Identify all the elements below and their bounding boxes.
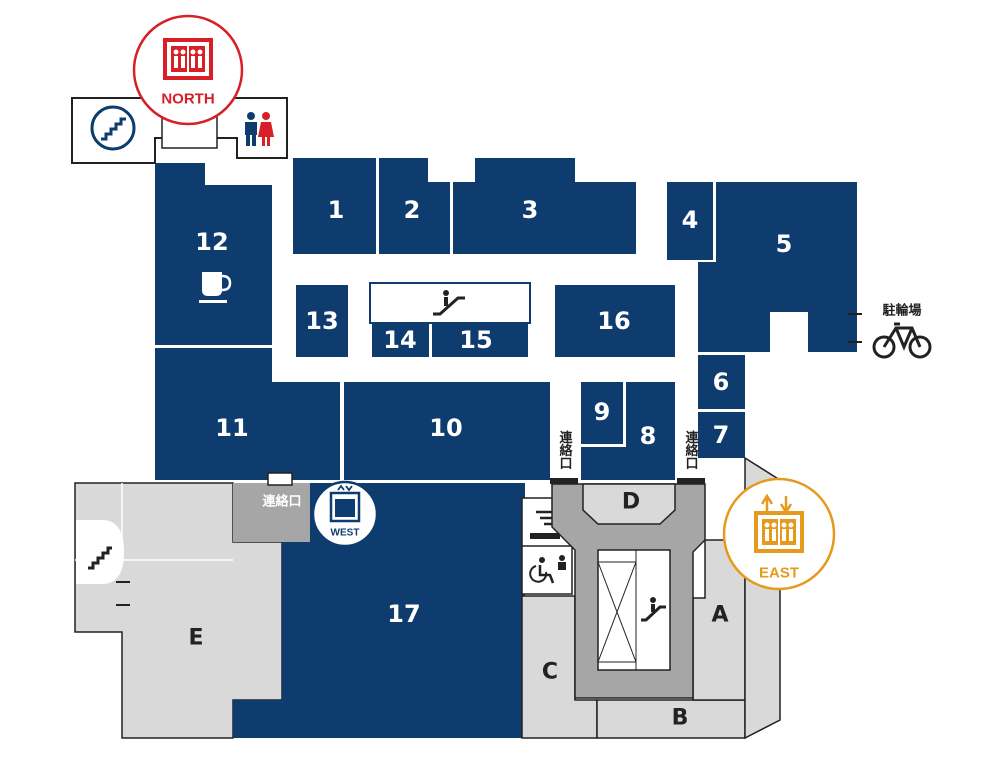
store-5-label: 5 xyxy=(776,230,793,258)
escalator-icon xyxy=(433,290,465,316)
store-12-label: 12 xyxy=(195,228,228,256)
store-1[interactable]: 1 xyxy=(293,158,376,254)
escalator-block xyxy=(369,282,531,324)
store-11[interactable]: 11 xyxy=(155,348,340,480)
area-c-label: C xyxy=(542,660,558,685)
elevator-icon-east xyxy=(754,493,804,553)
bicycle-parking-label: 駐輪場 xyxy=(882,303,921,319)
escalator-icon-core xyxy=(641,597,666,622)
connecting-passage-left-label: 連絡口 xyxy=(557,430,573,470)
connecting-passage-left[interactable]: 連絡口 xyxy=(550,430,578,484)
north-elevator[interactable]: NORTH xyxy=(132,14,244,126)
restroom-icon xyxy=(245,112,274,146)
store-14[interactable]: 14 xyxy=(372,323,429,357)
store-16[interactable]: 16 xyxy=(555,285,675,357)
east-elevator[interactable]: EAST xyxy=(722,477,836,591)
store-10[interactable]: 10 xyxy=(344,382,550,480)
bicycle-parking: 駐輪場 xyxy=(848,303,932,359)
store-16-label: 16 xyxy=(597,307,630,335)
store-13-label: 13 xyxy=(305,307,338,335)
store-10-label: 10 xyxy=(429,414,462,442)
store-11-label: 11 xyxy=(215,414,248,442)
store-8-label: 8 xyxy=(640,422,657,450)
store-2[interactable]: 2 xyxy=(379,158,450,254)
store-3-label: 3 xyxy=(522,196,539,224)
area-b[interactable]: B xyxy=(596,699,746,739)
store-4-label: 4 xyxy=(682,206,699,234)
connecting-passage-right-label: 連絡口 xyxy=(683,430,699,470)
store-6-label: 6 xyxy=(713,368,730,396)
east-elevator-label: EAST xyxy=(759,565,799,582)
connecting-passage-west[interactable]: 連絡口 xyxy=(233,472,310,542)
store-3[interactable]: 3 xyxy=(453,158,636,254)
area-d-label: D xyxy=(622,490,640,515)
store-17[interactable]: 17 xyxy=(233,483,525,738)
area-e-label: E xyxy=(188,626,203,651)
stairs-icon xyxy=(90,105,136,151)
store-9[interactable]: 9 xyxy=(581,382,623,444)
accessible-restroom-icon xyxy=(529,555,566,584)
store-14-label: 14 xyxy=(383,326,416,354)
area-d[interactable]: D xyxy=(622,490,640,515)
store-7-label: 7 xyxy=(713,421,730,449)
cafe-icon xyxy=(199,272,232,303)
store-15-label: 15 xyxy=(459,326,492,354)
store-6[interactable]: 6 xyxy=(698,355,745,409)
west-elevator[interactable]: WEST xyxy=(311,480,379,548)
store-13[interactable]: 13 xyxy=(296,285,348,357)
store-8[interactable]: 8 xyxy=(581,382,675,480)
elevator-icon xyxy=(163,38,213,80)
store-4[interactable]: 4 xyxy=(667,182,713,260)
connecting-passage-right[interactable]: 連絡口 xyxy=(677,430,705,484)
central-core xyxy=(551,483,706,699)
store-15[interactable]: 15 xyxy=(432,323,528,357)
store-17-label: 17 xyxy=(387,600,420,628)
store-5[interactable]: 5 xyxy=(698,182,857,352)
store-1-label: 1 xyxy=(328,196,345,224)
store-12[interactable]: 12 xyxy=(155,163,272,345)
area-a-label: A xyxy=(711,603,728,628)
stairs-icon-west xyxy=(76,520,130,606)
connecting-passage-west-label: 連絡口 xyxy=(262,494,301,510)
west-elevator-label: WEST xyxy=(331,528,360,539)
elevator-icon-west xyxy=(329,484,361,523)
north-elevator-label: NORTH xyxy=(161,91,214,108)
area-b-label: B xyxy=(672,706,689,731)
store-7[interactable]: 7 xyxy=(698,412,745,458)
bicycle-icon xyxy=(872,322,932,359)
store-9-label: 9 xyxy=(594,398,611,426)
store-2-label: 2 xyxy=(404,196,421,224)
